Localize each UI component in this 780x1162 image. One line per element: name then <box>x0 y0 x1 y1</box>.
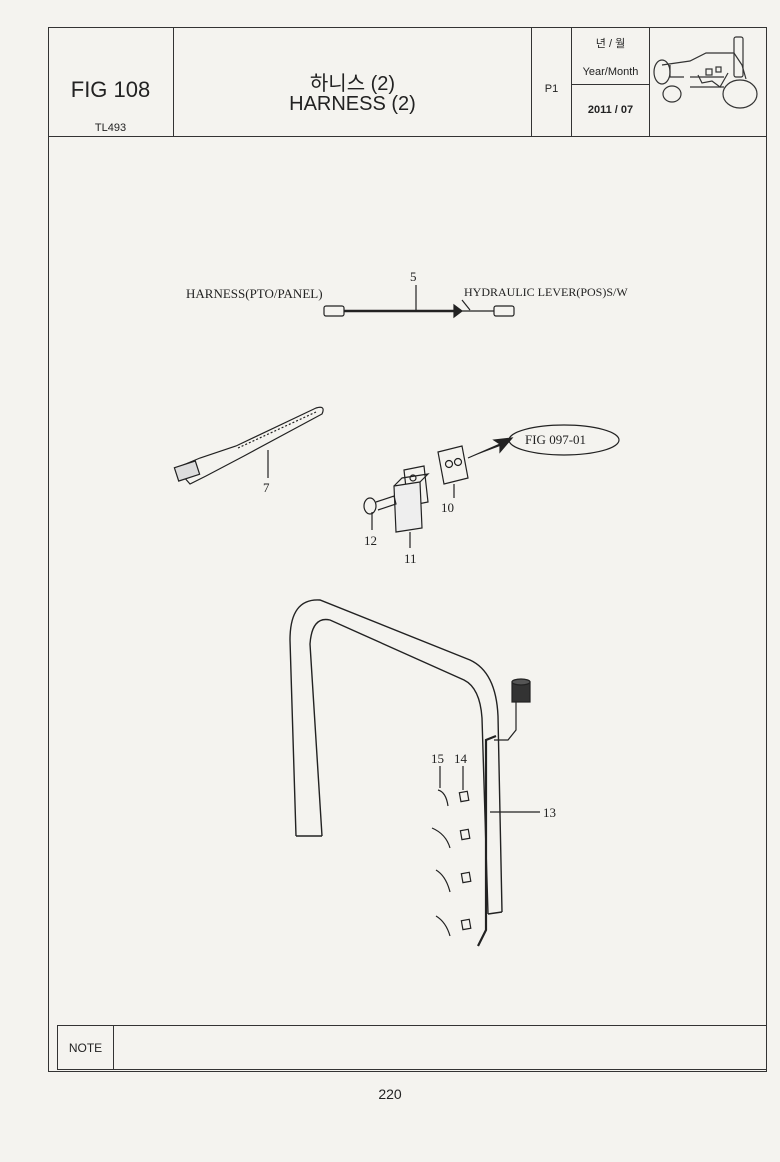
date-value: 2011 / 07 <box>587 104 634 116</box>
note-label: NOTE <box>58 1026 114 1069</box>
label-harness-left: HARNESS(PTO/PANEL) <box>186 286 323 301</box>
figure-number: FIG 108 <box>70 77 151 102</box>
ref-figure-bubble <box>508 424 620 456</box>
callout-5: 5 <box>410 269 417 284</box>
date-divider <box>572 84 649 85</box>
beacon-lamp <box>494 678 531 741</box>
note-row: NOTE <box>57 1025 767 1070</box>
bands-15 <box>431 766 451 937</box>
title-korean: 하니스 (2) <box>309 73 396 95</box>
bolt-12 <box>363 495 397 530</box>
callout-10: 10 <box>441 500 454 515</box>
arrow-to-ref <box>467 437 514 459</box>
ref-figure-label: FIG 097-01 <box>525 432 586 447</box>
callout-11: 11 <box>404 551 417 566</box>
relay-11 <box>393 465 430 548</box>
harness-13 <box>477 734 497 947</box>
page-cell: P1 <box>532 27 572 137</box>
date-label-korean: 년 / 월 <box>595 38 626 50</box>
date-label-english: Year/Month <box>582 66 639 78</box>
title-cell: 하니스 (2) HARNESS (2) <box>174 27 532 137</box>
callout-7: 7 <box>263 480 270 495</box>
clamps-14 <box>458 766 472 931</box>
callout-13: 13 <box>543 805 556 820</box>
callout-15: 15 <box>431 751 444 766</box>
figure-id-cell: FIG 108 TL493 <box>48 27 174 137</box>
harness-5 <box>323 299 515 319</box>
page-frame <box>48 27 767 1072</box>
title-english: HARNESS (2) <box>289 93 416 115</box>
rollbar-frame <box>289 599 503 915</box>
cable-tie-7 <box>173 406 324 485</box>
callout-14: 14 <box>454 751 468 766</box>
thumbnail-cell <box>650 27 767 137</box>
page-number: 220 <box>378 1086 402 1102</box>
page-code: P1 <box>544 83 559 95</box>
model-code: TL493 <box>94 122 127 134</box>
tractor-thumbnail-icon <box>653 36 758 109</box>
label-harness-right: HYDRAULIC LEVER(POS)S/W <box>464 285 628 299</box>
gasket-10 <box>437 445 469 498</box>
date-cell: 년 / 월 Year/Month 2011 / 07 <box>572 27 650 137</box>
callout-12: 12 <box>364 533 377 548</box>
